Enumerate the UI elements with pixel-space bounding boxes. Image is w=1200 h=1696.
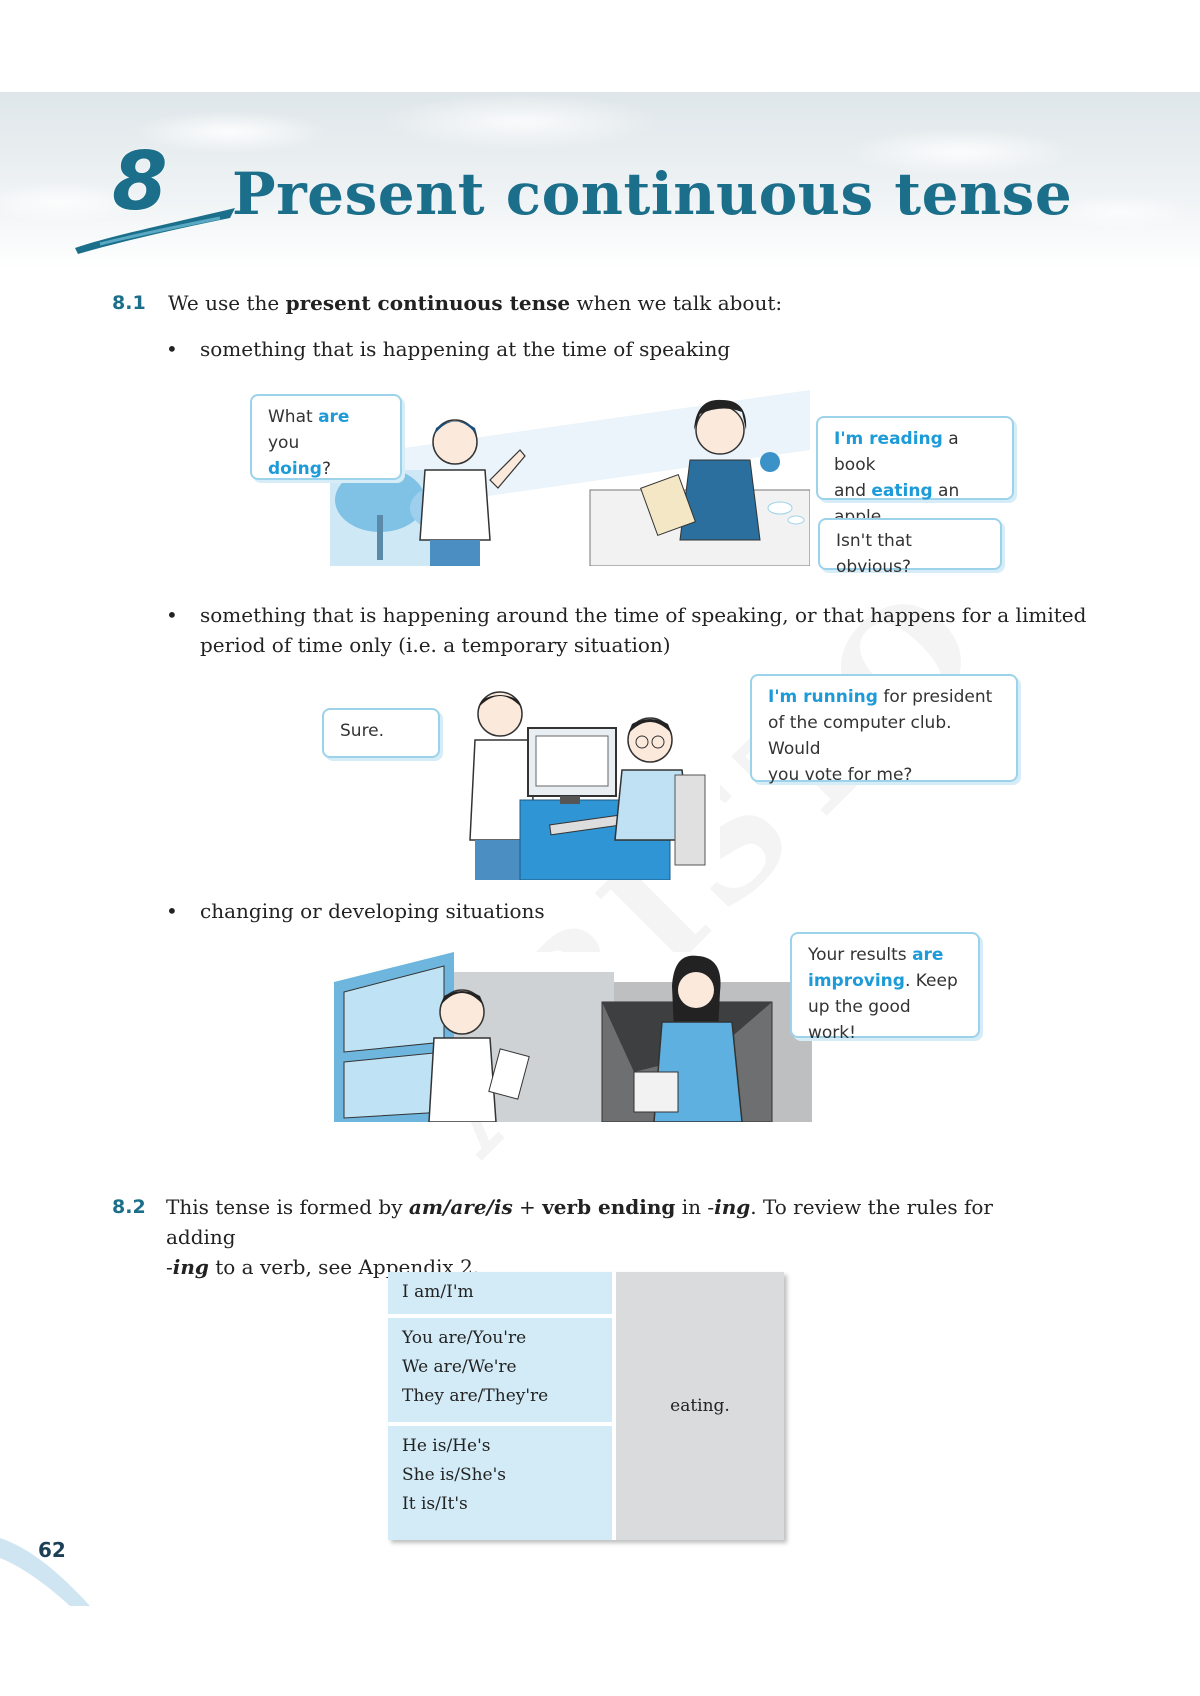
table-row: It is/It's bbox=[402, 1494, 468, 1514]
table-row: He is/He's bbox=[402, 1436, 491, 1456]
bullet-dot: • bbox=[166, 899, 178, 923]
bullet-3: changing or developing situations bbox=[200, 899, 545, 923]
table-row: They are/They're bbox=[402, 1386, 549, 1406]
bullet-1: something that is happening at the time … bbox=[200, 337, 731, 361]
chapter-number: 8 bbox=[112, 135, 168, 228]
grammar-table: I am/I'm You are/You're We are/We're The… bbox=[388, 1272, 784, 1540]
section-number-8-1: 8.1 bbox=[112, 292, 146, 314]
illustration-reading-apple bbox=[330, 390, 810, 566]
table-row: You are/You're bbox=[402, 1328, 527, 1348]
section-number-8-2: 8.2 bbox=[112, 1196, 146, 1218]
brush-stroke-decoration bbox=[75, 208, 235, 254]
illustration-computer-club bbox=[450, 680, 720, 880]
table-cell-result: eating. bbox=[616, 1272, 784, 1540]
speech-bubble-girl-1: I'm reading a book and eating an apple. bbox=[816, 416, 1014, 527]
table-cell-group-3: He is/He's She is/She's It is/It's bbox=[388, 1426, 612, 1540]
chapter-title: Present continuous tense bbox=[232, 160, 1073, 228]
chapter-banner bbox=[0, 92, 1200, 270]
table-cell-group-1: I am/I'm bbox=[388, 1272, 612, 1314]
table-row: I am/I'm bbox=[402, 1282, 474, 1302]
bullet-dot: • bbox=[166, 337, 178, 361]
bullet-dot: • bbox=[166, 603, 178, 627]
table-row: She is/She's bbox=[402, 1465, 507, 1485]
speech-bubble-boy-1: What are you doing? bbox=[250, 394, 402, 480]
illustration-teacher-student bbox=[334, 952, 812, 1122]
corner-brush-decoration bbox=[0, 1538, 90, 1606]
section-8-1-intro: We use the present continuous tense when… bbox=[168, 291, 783, 315]
speech-bubble-boy-2: I'm running for president of the compute… bbox=[750, 674, 1018, 785]
section-8-2-text: This tense is formed by am/are/is + verb… bbox=[166, 1195, 993, 1279]
table-row: We are/We're bbox=[402, 1357, 517, 1377]
bullet-2: something that is happening around the t… bbox=[200, 603, 1087, 657]
speech-bubble-teacher: Your results are improving. Keep up the … bbox=[790, 932, 980, 1043]
page-number: 62 bbox=[38, 1538, 66, 1562]
thought-bubble-girl-1: Isn't that obvious? bbox=[818, 518, 1002, 577]
speech-bubble-sure: Sure. bbox=[322, 708, 440, 758]
table-cell-group-2: You are/You're We are/We're They are/The… bbox=[388, 1318, 612, 1422]
